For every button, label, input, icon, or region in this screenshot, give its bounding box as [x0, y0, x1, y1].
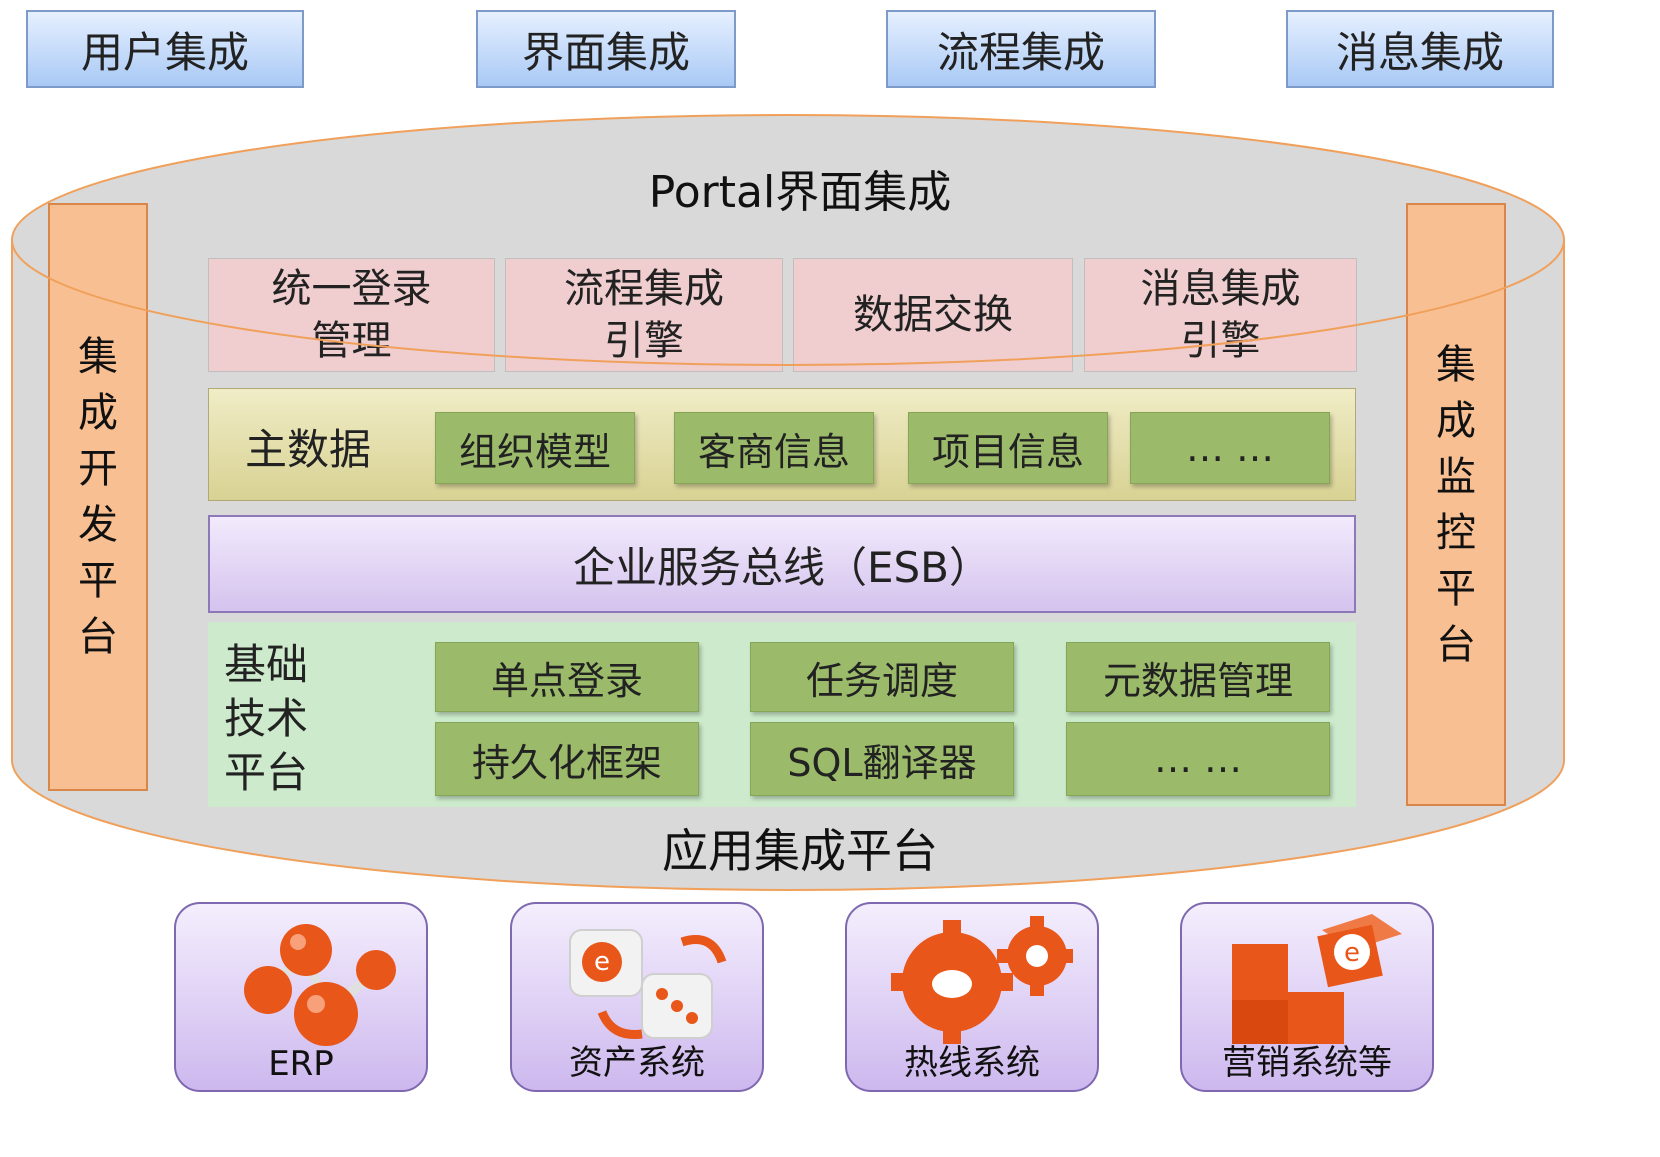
base-item: 持久化框架 [435, 722, 699, 796]
svg-text:e: e [1344, 938, 1360, 968]
dev-platform-char: 开 [78, 446, 118, 492]
master-data-item: 客商信息 [674, 412, 874, 484]
svg-text:e: e [594, 947, 610, 977]
base-label-line: 技术 [224, 694, 309, 743]
monitor-platform-char: 平 [1436, 565, 1476, 612]
system-label: 热线系统 [904, 1043, 1040, 1083]
system-card-erp: ERP [174, 902, 428, 1092]
module-line1: 数据交换 [853, 292, 1013, 338]
dev-platform-char: 集 [78, 334, 118, 380]
base-item: 任务调度 [750, 642, 1014, 712]
dev-platform-bar: 集 成 开 发 平 台 [48, 203, 148, 791]
dev-platform-char: 台 [78, 614, 118, 660]
user-integration-label: 用户集成 [80, 27, 249, 77]
cylinder-rim [11, 239, 1565, 366]
process-integration-box: 流程集成 [886, 10, 1156, 88]
monitor-platform-char: 成 [1436, 397, 1476, 444]
base-item: … … [1066, 722, 1330, 796]
module-data-exchange: 数据交换 [793, 258, 1073, 372]
base-item: 元数据管理 [1066, 642, 1330, 712]
system-card-assets: e 资产系统 [510, 902, 764, 1092]
ui-integration-label: 界面集成 [521, 27, 690, 77]
master-data-item: 组织模型 [435, 412, 635, 484]
system-label: 资产系统 [569, 1043, 705, 1083]
master-data-label: 主数据 [244, 424, 371, 474]
base-platform-label: 基础 技术 平台 [224, 638, 334, 800]
gears-icon [891, 916, 1073, 1044]
monitor-platform-char: 集 [1436, 341, 1476, 388]
master-data-item: 项目信息 [908, 412, 1108, 484]
base-label-line: 平台 [224, 748, 309, 797]
module-process-engine: 流程集成 引擎 [505, 258, 783, 372]
dev-platform-char: 平 [78, 558, 118, 604]
cubes-icon: e [1232, 914, 1402, 1044]
user-integration-box: 用户集成 [26, 10, 304, 88]
base-item: SQL翻译器 [750, 722, 1014, 796]
dev-platform-char: 发 [78, 502, 118, 548]
base-item: 单点登录 [435, 642, 699, 712]
module-line1: 流程集成 [564, 266, 724, 312]
dice-exchange-icon: e [569, 929, 727, 1040]
ui-integration-box: 界面集成 [476, 10, 736, 88]
module-line1: 消息集成 [1140, 266, 1301, 312]
message-integration-box: 消息集成 [1286, 10, 1554, 88]
module-line1: 统一登录 [271, 266, 432, 312]
monitor-platform-char: 台 [1436, 621, 1476, 668]
process-integration-label: 流程集成 [936, 27, 1105, 77]
system-label: 营销系统等 [1222, 1043, 1392, 1083]
esb-bar: 企业服务总线（ESB） [208, 515, 1356, 613]
system-card-marketing: e 营销系统等 [1180, 902, 1434, 1092]
dev-platform-char: 成 [78, 390, 118, 436]
master-data-item: … … [1130, 412, 1330, 484]
molecule-icon [244, 924, 396, 1046]
message-integration-label: 消息集成 [1335, 27, 1504, 77]
system-label: ERP [268, 1044, 334, 1084]
application-integration-title: 应用集成平台 [662, 824, 938, 878]
module-line2: 引擎 [604, 318, 684, 364]
portal-title: Portal界面集成 [648, 167, 952, 218]
monitor-platform-char: 控 [1436, 509, 1476, 556]
monitor-platform-char: 监 [1436, 453, 1476, 500]
system-card-hotline: 热线系统 [845, 902, 1099, 1092]
base-label-line: 基础 [224, 640, 309, 689]
